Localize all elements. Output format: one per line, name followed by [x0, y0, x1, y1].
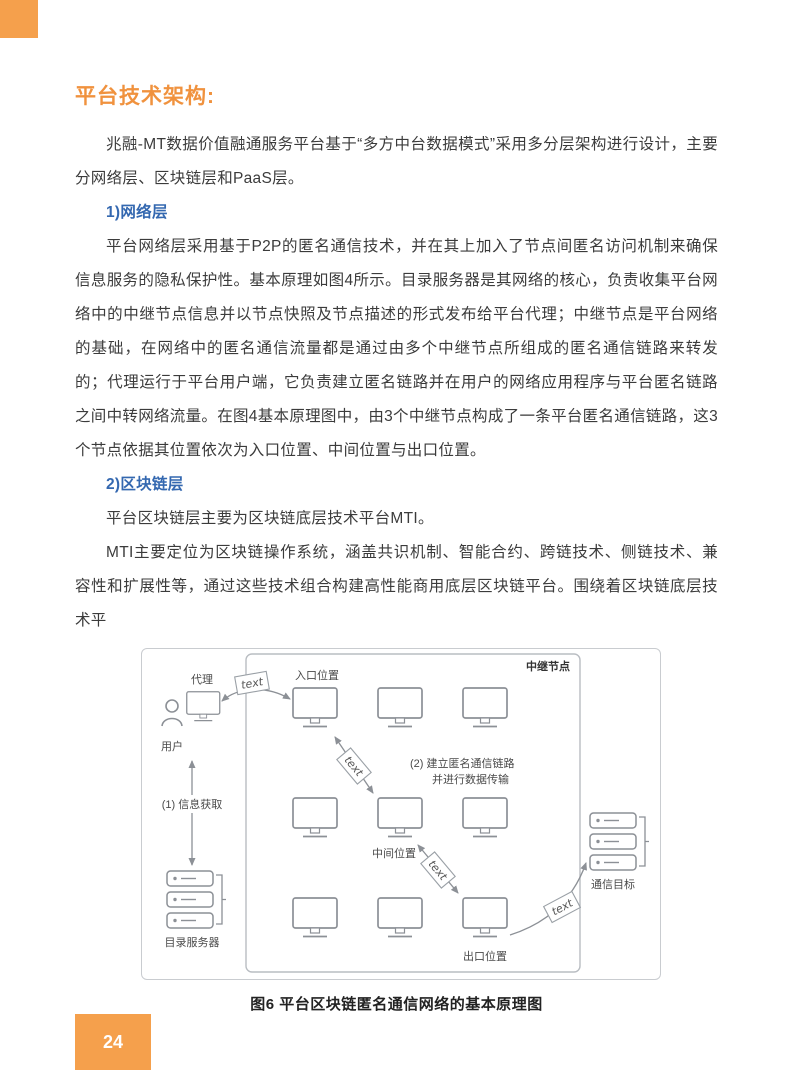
- step1-label: (1) 信息获取: [162, 797, 223, 811]
- paragraph-network-layer: 平台网络层采用基于P2P的匿名通信技术，并在其上加入了节点间匿名访问机制来确保信…: [75, 238, 718, 459]
- step1-label-bg: [154, 795, 232, 813]
- relay-monitor-icon: [292, 687, 338, 728]
- user-label: 用户: [161, 739, 183, 753]
- relay-monitor-icon: [377, 897, 423, 938]
- relay-nodes-label: 中继节点: [526, 659, 570, 673]
- page-number-badge: 24: [75, 1014, 151, 1070]
- text-chip: text: [542, 890, 582, 924]
- directory-server-icon: [166, 870, 226, 929]
- user-icon: [161, 699, 183, 727]
- directory-server-label: 目录服务器: [165, 936, 220, 949]
- relay-monitor-icon: [462, 897, 508, 938]
- figure-caption: 图6 平台区块链匿名通信网络的基本原理图: [250, 996, 543, 1013]
- comm-target-icon: [589, 812, 649, 871]
- agent-label: 代理: [191, 673, 213, 686]
- relay-monitor-icon: [462, 687, 508, 728]
- agent-monitor-icon: [186, 691, 221, 722]
- page-title: 平台技术架构:: [75, 85, 215, 108]
- paragraph-intro: 兆融-MT数据价值融通服务平台基于“多方中台数据模式”采用多分层架构进行设计，主…: [75, 136, 718, 187]
- entry-position-label: 入口位置: [295, 668, 339, 682]
- middle-position-label: 中间位置: [372, 846, 416, 860]
- relay-monitor-icon: [292, 797, 338, 838]
- paragraph-mti: MTI主要定位为区块链操作系统，涵盖共识机制、智能合约、跨链技术、侧链技术、兼容…: [75, 544, 718, 629]
- comm-target-label: 通信目标: [591, 877, 635, 891]
- page-number: 24: [102, 1031, 124, 1052]
- exit-position-label: 出口位置: [463, 949, 507, 963]
- svg-text:text: text: [240, 675, 265, 692]
- diagram-svg: 中继节点 入口位置 中间位置 出口位置 (2) 建立匿名通信链路 并进行数据传输: [154, 653, 649, 973]
- subheading-blockchain-layer: 2)区块链层: [106, 476, 184, 493]
- relay-monitor-icon: [292, 897, 338, 938]
- step2-label-line2: 并进行数据传输: [432, 772, 509, 786]
- figure-diagram: 中继节点 入口位置 中间位置 出口位置 (2) 建立匿名通信链路 并进行数据传输: [141, 648, 661, 980]
- text-chip: text: [234, 670, 270, 696]
- relay-monitor-icon: [462, 797, 508, 838]
- step2-label-line1: (2) 建立匿名通信链路: [410, 756, 515, 770]
- relay-monitor-icon: [377, 687, 423, 728]
- relay-nodes-box: [245, 653, 581, 973]
- subheading-network-layer: 1)网络层: [106, 204, 168, 221]
- paragraph-blockchain-intro: 平台区块链层主要为区块链底层技术平台MTI。: [106, 510, 434, 527]
- corner-accent: [0, 0, 38, 38]
- content-area: 平台技术架构: 兆融-MT数据价值融通服务平台基于“多方中台数据模式”采用多分层…: [75, 82, 718, 1014]
- text-chip: text: [336, 747, 372, 785]
- relay-monitor-icon: [377, 797, 423, 838]
